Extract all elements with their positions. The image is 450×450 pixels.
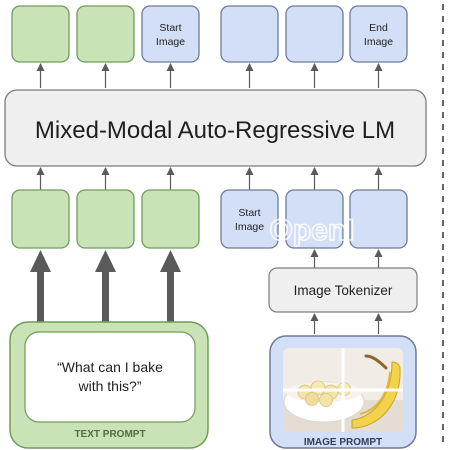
bottom-start-image-label-line1: Start [238, 207, 260, 219]
top-end-image-token [349, 5, 408, 63]
thick-arrow-3 [160, 250, 181, 322]
text-prompt-arrows [30, 250, 181, 322]
bottom-image-token-2 [349, 189, 408, 249]
lm-output-arrows [36, 63, 383, 88]
thick-arrow-1 [30, 250, 51, 322]
bottom-text-token-2 [76, 189, 135, 249]
lm-input-arrows [36, 167, 383, 190]
lm-block [4, 89, 427, 167]
image-tokenizer-block [268, 267, 418, 313]
lm-title: Mixed-Modal Auto-Regressive LM [35, 117, 395, 144]
image-prompt-arrows [310, 313, 383, 334]
text-prompt-label: TEXT PROMPT [74, 429, 145, 440]
top-token-row: Start Image End Image [11, 5, 408, 63]
image-prompt-label: IMAGE PROMPT [304, 437, 382, 448]
image-tokenizer-label: Image Tokenizer [294, 283, 393, 298]
top-start-image-token [141, 5, 200, 63]
bottom-text-token-3 [141, 189, 200, 249]
top-start-image-label-line1: Start [159, 22, 181, 34]
top-text-token-1 [11, 5, 70, 63]
top-start-image-label-line2: Image [156, 36, 185, 48]
text-prompt-bubble [24, 331, 196, 423]
top-end-image-label-line1: End [369, 22, 388, 34]
top-image-token-2 [285, 5, 344, 63]
watermark: OpenI [269, 214, 354, 247]
bottom-image-token-1 [285, 189, 344, 249]
text-prompt-quote-line1: “What can I bake [57, 359, 163, 375]
image-prompt-panel: IMAGE PROMPT [269, 335, 417, 449]
bottom-start-image-label-line2: Image [235, 221, 264, 233]
thick-arrow-2 [95, 250, 116, 322]
bottom-text-token-1 [11, 189, 70, 249]
text-prompt-quote-line2: with this?” [77, 378, 141, 394]
bottom-token-row: Start Image [11, 189, 408, 249]
text-prompt-panel: “What can I bake with this?” TEXT PROMPT [9, 321, 209, 449]
top-text-token-2 [76, 5, 135, 63]
tokenizer-output-arrows [310, 249, 383, 268]
top-end-image-label-line2: Image [364, 36, 393, 48]
top-image-token-1 [220, 5, 279, 63]
bottom-start-image-token [220, 189, 279, 249]
